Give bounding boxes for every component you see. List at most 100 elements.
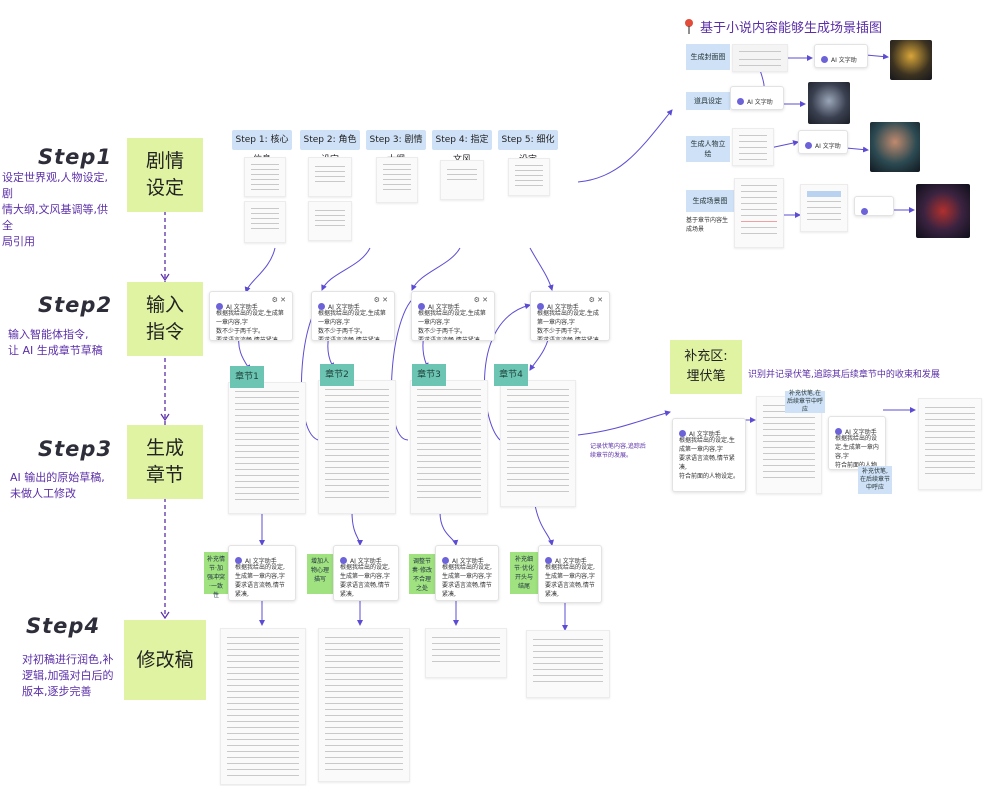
pill-step4-style: Step 4: 指定文风	[432, 130, 492, 165]
stage-line: 生成	[145, 437, 184, 459]
chapter-tag-2: 章节2	[320, 364, 354, 386]
card-body-line: 数不少于两千字。	[318, 328, 367, 335]
card-body-line: 根据我给出的设定,生成第一章内容,字	[679, 437, 735, 453]
foreshadow-doc	[918, 398, 982, 490]
step3-desc-line: AI 输出的原始草稿,	[10, 471, 105, 484]
card-body-line: 根据我给出的设定,生成第一章内容,字	[340, 564, 390, 580]
character-doc	[732, 128, 774, 166]
assistant-icon	[821, 56, 828, 63]
more-icon[interactable]: ⚙ ✕	[473, 296, 488, 304]
stage-line: 剧情	[145, 150, 184, 172]
revised-draft-doc	[318, 628, 410, 782]
step1-desc: 设定世界观,人物设定,剧 情大纲,文风基调等,供全 局引用	[2, 170, 114, 250]
card-body-line: 要求语言流畅,情节紧凑,	[318, 337, 382, 341]
chapter-tag-4: 章节4	[494, 364, 528, 386]
instruction-card[interactable]: AI 文字助手⚙ ✕ 根据我给出的设定,生成第一章内容,字数不少于两千字。要求语…	[411, 291, 495, 341]
chapter-draft-doc	[318, 380, 396, 514]
illustration-title: 基于小说内容能够生成场景插图	[700, 21, 883, 36]
card-body-line: 根据我给出的设定,生成第一章内容,字	[216, 310, 284, 326]
pin-icon	[683, 18, 695, 34]
card-title: AI 文字助手	[452, 558, 484, 565]
revised-draft-doc	[425, 628, 507, 678]
chapter-draft-doc	[410, 380, 488, 514]
assistant-icon	[737, 98, 744, 105]
card-body-line: 根据我给出的设定,生成第一章内容,字	[418, 310, 486, 326]
card-body-line: 数不少于两千字。	[537, 328, 586, 335]
revision-card[interactable]: AI 文字助手 根据我给出的设定,生成第一章内容,字要求语言流畅,情节紧凑,	[333, 545, 399, 601]
revision-card[interactable]: AI 文字助手 根据我给出的设定,生成第一章内容,字要求语言流畅,情节紧凑,	[538, 545, 602, 603]
instruction-card[interactable]: AI 文字助手⚙ ✕ 根据我给出的设定,生成第一章内容,字数不少于两千字。要求语…	[311, 291, 395, 341]
stage-input-command: 输入指令	[127, 282, 203, 356]
card-body-line: 根据我给出的设定,生成第一章内容,字	[318, 310, 386, 326]
card-body-line: 符合前面的人物设定。	[679, 473, 740, 480]
card-body-line: 数不少于两千字。	[418, 328, 467, 335]
supplement-line: 补充区:	[684, 349, 728, 364]
assistant-icon	[318, 303, 325, 310]
supplement-box: 补充区: 埋伏笔	[670, 340, 742, 394]
revised-draft-doc	[526, 630, 610, 698]
step3-desc: AI 输出的原始草稿, 未做人工修改	[10, 470, 122, 502]
stage-line: 设定	[145, 177, 184, 199]
image-gen-card[interactable]	[854, 196, 894, 216]
setting-doc-thumb	[244, 201, 286, 243]
assistant-icon	[442, 557, 449, 564]
step4-title: Step4	[26, 614, 101, 638]
generated-prop-image	[808, 82, 850, 124]
step1-desc-line: 情大纲,文风基调等,供全	[2, 203, 108, 232]
card-title: AI 文字助手	[815, 143, 841, 150]
assistant-icon	[418, 303, 425, 310]
pill-step2-role: Step 2: 角色设定	[300, 130, 360, 165]
card-body-line: 数不少于两千字。	[216, 328, 265, 335]
image-gen-card[interactable]: AI 文字助手	[798, 130, 848, 154]
assistant-icon	[835, 428, 842, 435]
cover-grid	[732, 44, 788, 72]
setting-doc-thumb	[308, 201, 352, 241]
tag-cover: 生成封面图	[686, 44, 730, 70]
tag-scene: 生成场景图	[686, 190, 734, 212]
step2-title: Step2	[38, 293, 113, 317]
card-body-line: 要求语言流畅,情节紧凑,	[340, 582, 390, 598]
revision-card[interactable]: AI 文字助手 根据我给出的设定,生成第一章内容,字要求语言流畅,情节紧凑,	[228, 545, 296, 601]
chapter-draft-doc	[500, 380, 576, 507]
card-title: AI 文字助手	[831, 57, 857, 64]
card-body-line: 根据我给出的设定,生成第一章内容,字	[545, 564, 595, 580]
instruction-card[interactable]: AI 文字助手⚙ ✕ 根据我给出的设定,生成第一章内容,字数不少于两千字。要求语…	[209, 291, 293, 341]
supplement-line: 埋伏笔	[686, 369, 726, 384]
tag-character: 生成人物立绘	[686, 136, 730, 162]
setting-doc-thumb	[440, 160, 484, 200]
step1-title: Step1	[38, 145, 113, 169]
assistant-icon	[216, 303, 223, 310]
revised-draft-doc	[220, 628, 306, 785]
step2-desc-line: 让 AI 生成章节草稿	[8, 344, 103, 357]
card-body-line: 要求语言流畅,情节紧凑,	[679, 455, 735, 471]
card-body-line: 要求语言流畅,情节紧凑,	[418, 337, 482, 341]
foreshadow-card[interactable]: AI 文字助手 根据我给出的设定,生成第一章内容,字符合前面的人物设定。	[828, 416, 886, 470]
assistant-icon	[861, 208, 868, 215]
card-body-line: 要求语言流畅,情节紧凑,	[216, 337, 280, 341]
card-title: AI 文字助手	[555, 558, 587, 565]
stage-revised-draft: 修改稿	[124, 620, 206, 700]
revision-note: 补充细节·优化开头与结尾	[510, 552, 538, 594]
more-icon[interactable]: ⚙ ✕	[373, 296, 388, 304]
card-body-line: 根据我给出的设定,生成第一章内容,字	[442, 564, 492, 580]
foreshadow-card[interactable]: AI 文字助手 根据我给出的设定,生成第一章内容,字要求语言流畅,情节紧凑,符合…	[672, 418, 746, 492]
card-title: AI 文字助手	[845, 429, 877, 436]
image-gen-card[interactable]: AI 文字助手	[730, 86, 784, 110]
more-icon[interactable]: ⚙ ✕	[588, 296, 603, 304]
more-icon[interactable]: ⚙ ✕	[271, 296, 286, 304]
chapter-tag-1: 章节1	[230, 366, 264, 388]
instruction-card[interactable]: AI 文字助手⚙ ✕ 根据我给出的设定,生成第一章内容,字数不少于两千字。要求语…	[530, 291, 610, 341]
stage-line: 修改稿	[136, 648, 194, 671]
step3-title: Step3	[38, 437, 113, 461]
assistant-icon	[537, 303, 544, 310]
revision-card[interactable]: AI 文字助手 根据我给出的设定,生成第一章内容,字要求语言流畅,情节紧凑,	[435, 545, 499, 601]
step3-desc-line: 未做人工修改	[10, 487, 76, 500]
step1-desc-line: 设定世界观,人物设定,剧	[2, 171, 108, 200]
scene-caption: 基于章节内容生成场景	[686, 217, 729, 233]
card-body-line: 根据我给出的设定,生成第一章内容,字	[235, 564, 285, 580]
card-body-line: 要求语言流畅,情节紧凑,	[442, 582, 492, 598]
step4-desc-line: 对初稿进行润色,补	[22, 653, 114, 666]
image-gen-card[interactable]: AI 文字助手	[814, 44, 868, 68]
setting-doc-thumb	[244, 157, 286, 197]
